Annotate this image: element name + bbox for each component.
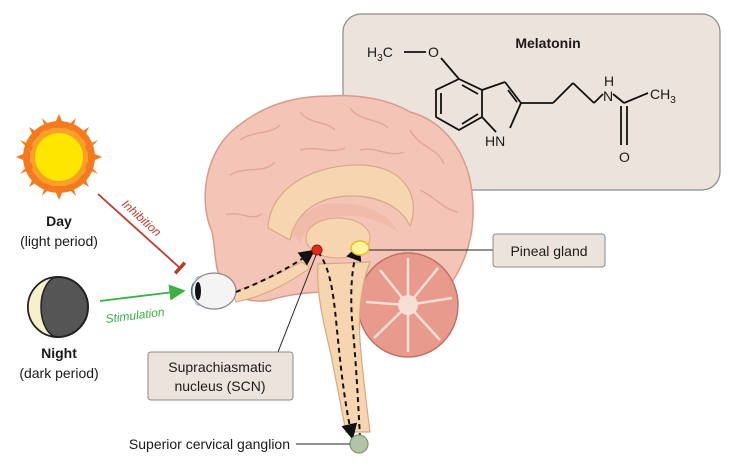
scn-marker (311, 244, 323, 256)
amide-nitrogen-label: N (603, 88, 613, 104)
ganglion-marker (349, 434, 369, 454)
methoxy-oxygen-label: O (428, 44, 439, 60)
scn-leader-line (277, 254, 317, 353)
melatonin-structure (404, 51, 649, 145)
ganglion-label: Superior cervical ganglion (129, 436, 290, 452)
sun-icon (16, 114, 102, 200)
ch3-label: CH3 (650, 86, 676, 106)
day-title: Day (46, 213, 72, 229)
stimulation-label: Stimulation (105, 305, 166, 326)
night-title: Night (41, 345, 77, 361)
pineal-label-box (492, 233, 606, 268)
indole-nh-label: HN (485, 133, 505, 149)
carbonyl-oxygen-label: O (619, 149, 630, 165)
cerebellum (357, 252, 459, 358)
melatonin-title: Melatonin (515, 35, 580, 51)
night-subtitle: (dark period) (19, 365, 98, 381)
moon-icon (27, 276, 89, 338)
scn-label-line2: nucleus (SCN) (174, 378, 265, 394)
scn-label-box (147, 351, 294, 401)
scn-label-line1: Suprachiasmatic (168, 359, 272, 375)
eye-icon (190, 272, 237, 310)
h3c-label: H3C (367, 44, 393, 64)
inhibition-arrow (97, 193, 187, 275)
neural-pathway (235, 244, 362, 440)
stimulation-arrow (99, 284, 186, 302)
day-subtitle: (light period) (20, 233, 98, 249)
pineal-gland-marker (350, 240, 370, 256)
amide-hydrogen-label: H (604, 73, 614, 89)
pineal-gland-label: Pineal gland (510, 243, 587, 259)
